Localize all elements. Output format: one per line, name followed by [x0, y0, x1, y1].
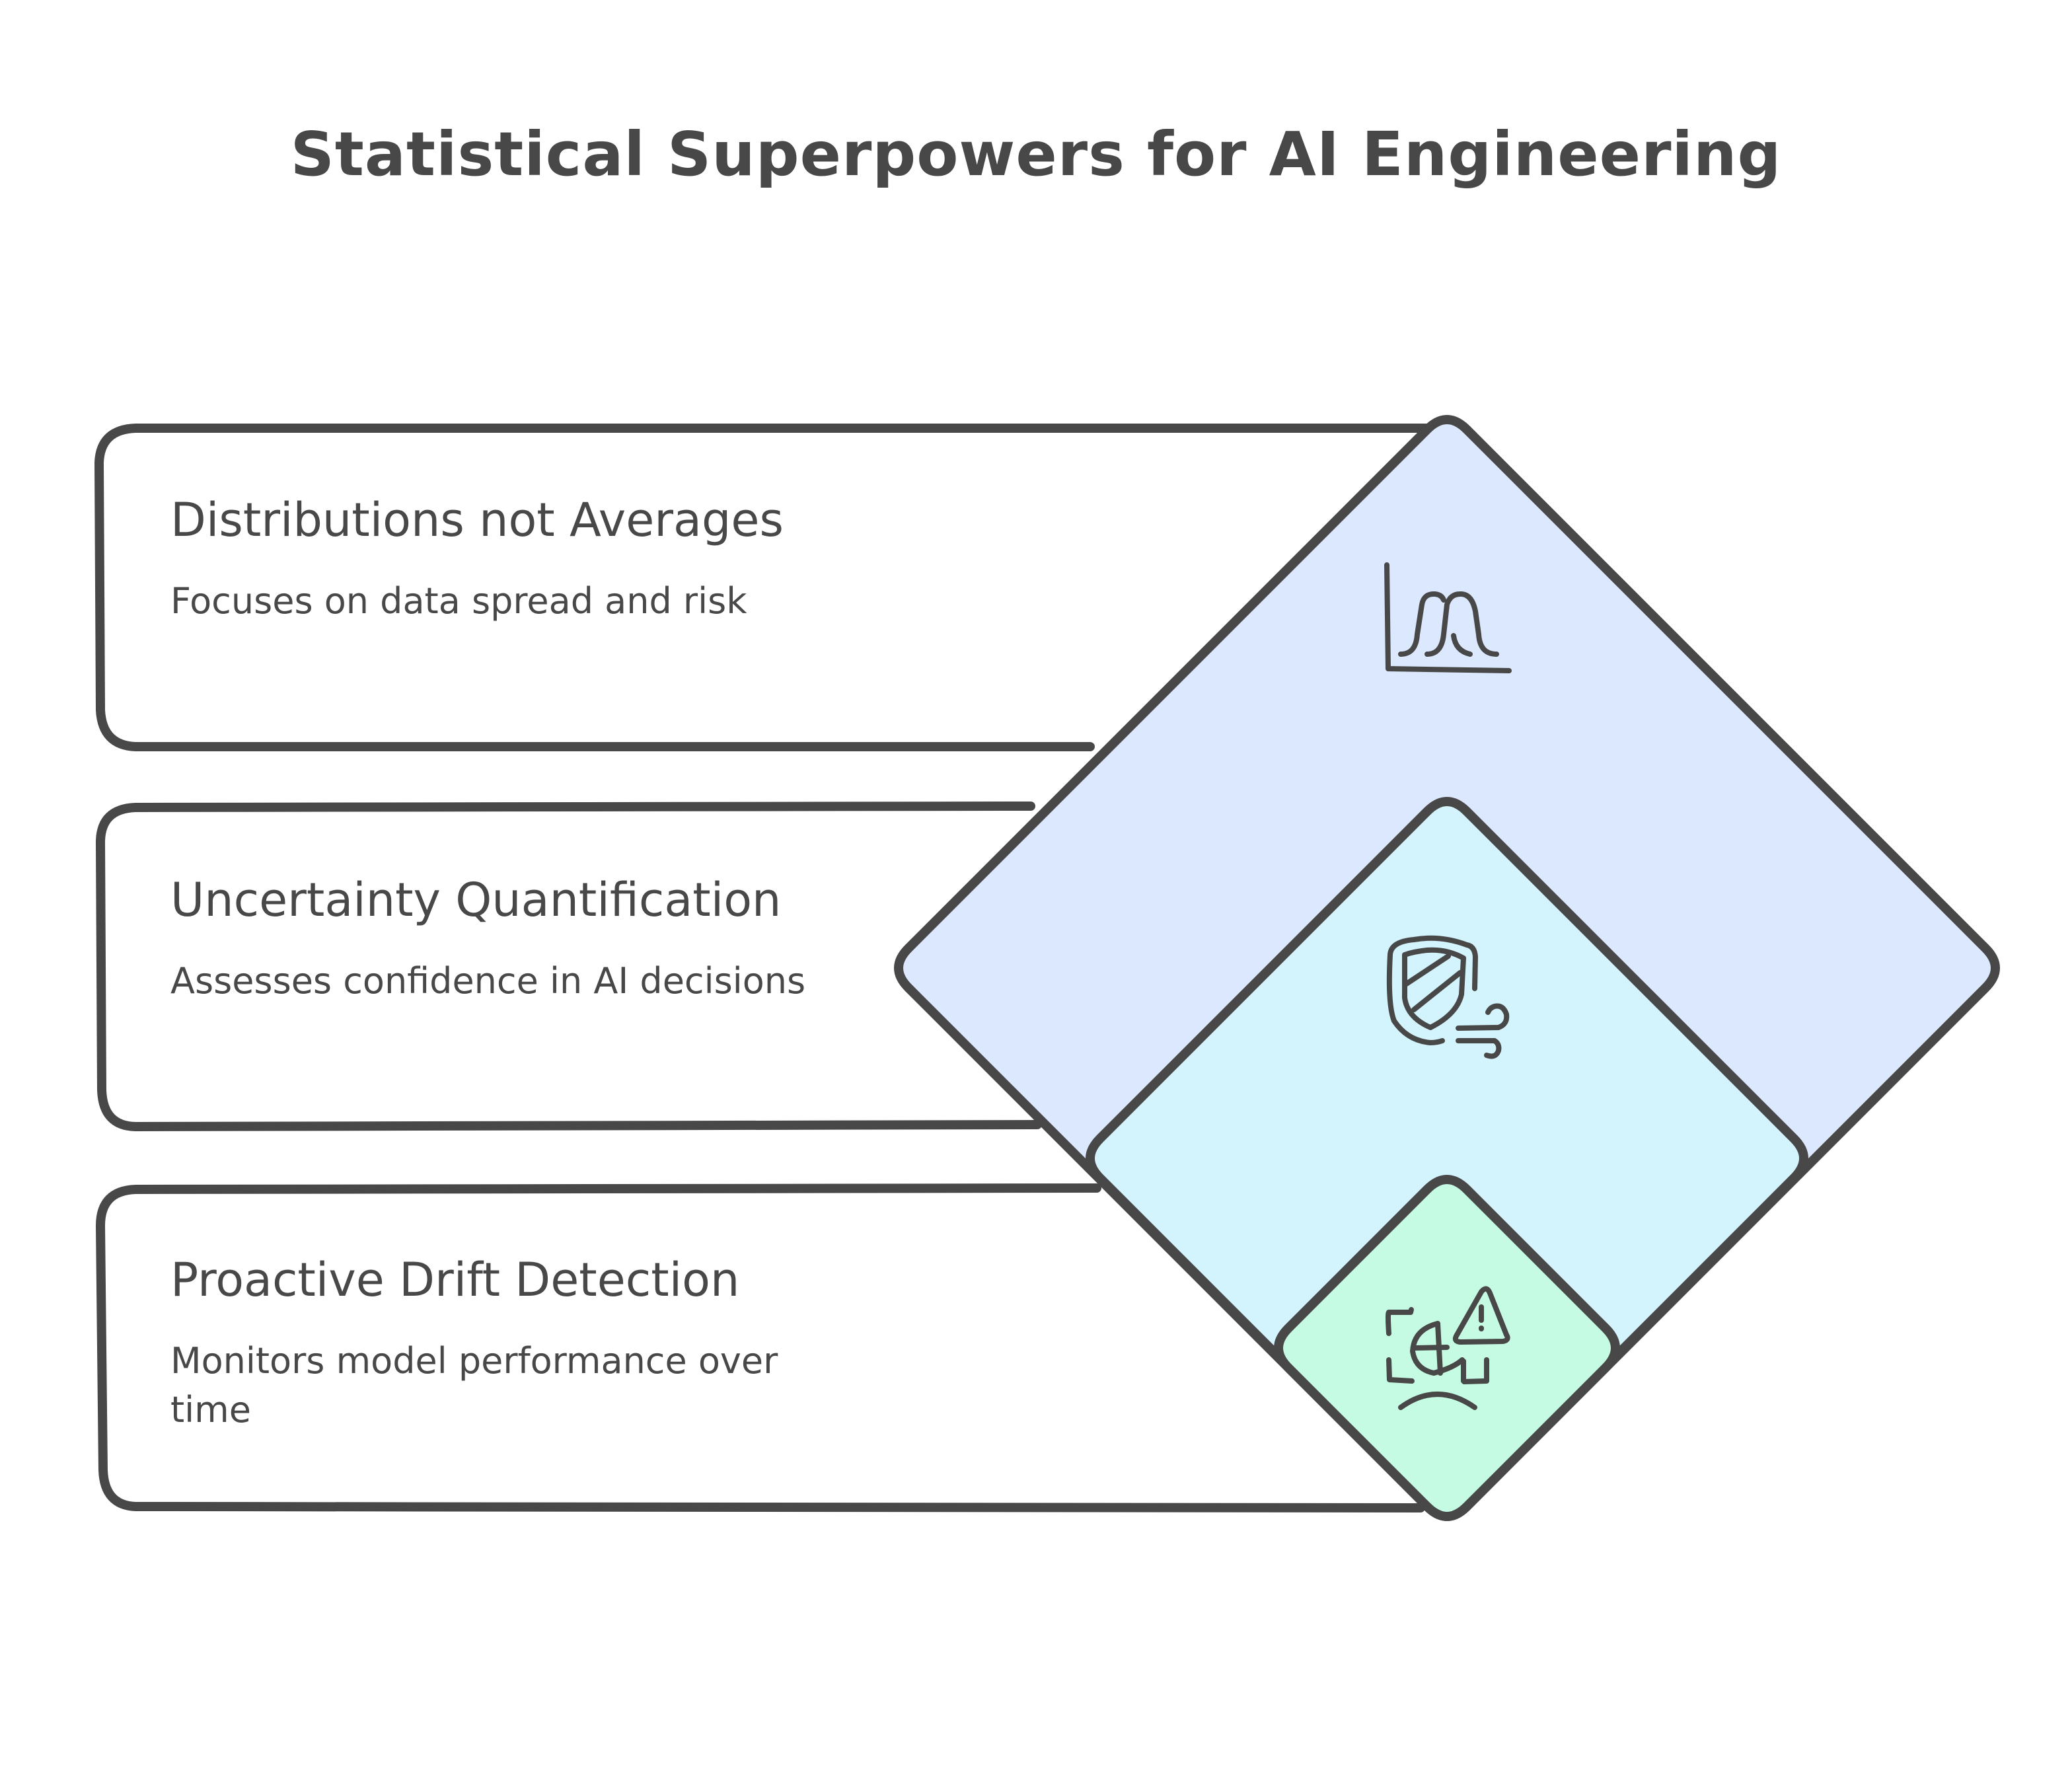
- card-heading: Proactive Drift Detection: [170, 1253, 740, 1307]
- shield-wind-icon: [1386, 935, 1510, 1059]
- drift-warning-icon: [1386, 1286, 1510, 1410]
- distribution-curves-icon: [1384, 562, 1512, 673]
- card-drift: [96, 1183, 1425, 1512]
- card-distributions: [94, 424, 1432, 751]
- card-text-distributions: Distributions not Averages Focuses on da…: [170, 492, 884, 626]
- card-text-uncertainty: Uncertainty Quantification Assesses conf…: [170, 872, 884, 1006]
- card-description: Assesses confidence in AI decisions: [170, 960, 806, 1002]
- card-heading: Uncertainty Quantification: [170, 873, 782, 927]
- card-description: Monitors model performance over time: [170, 1340, 778, 1431]
- card-uncertainty: [96, 802, 1042, 1131]
- card-description: Focuses on data spread and risk: [170, 580, 747, 622]
- diagram-title: Statistical Superpowers for AI Engineeri…: [290, 119, 1782, 190]
- card-heading: Distributions not Averages: [170, 493, 784, 547]
- card-text-drift: Proactive Drift Detection Monitors model…: [170, 1252, 864, 1435]
